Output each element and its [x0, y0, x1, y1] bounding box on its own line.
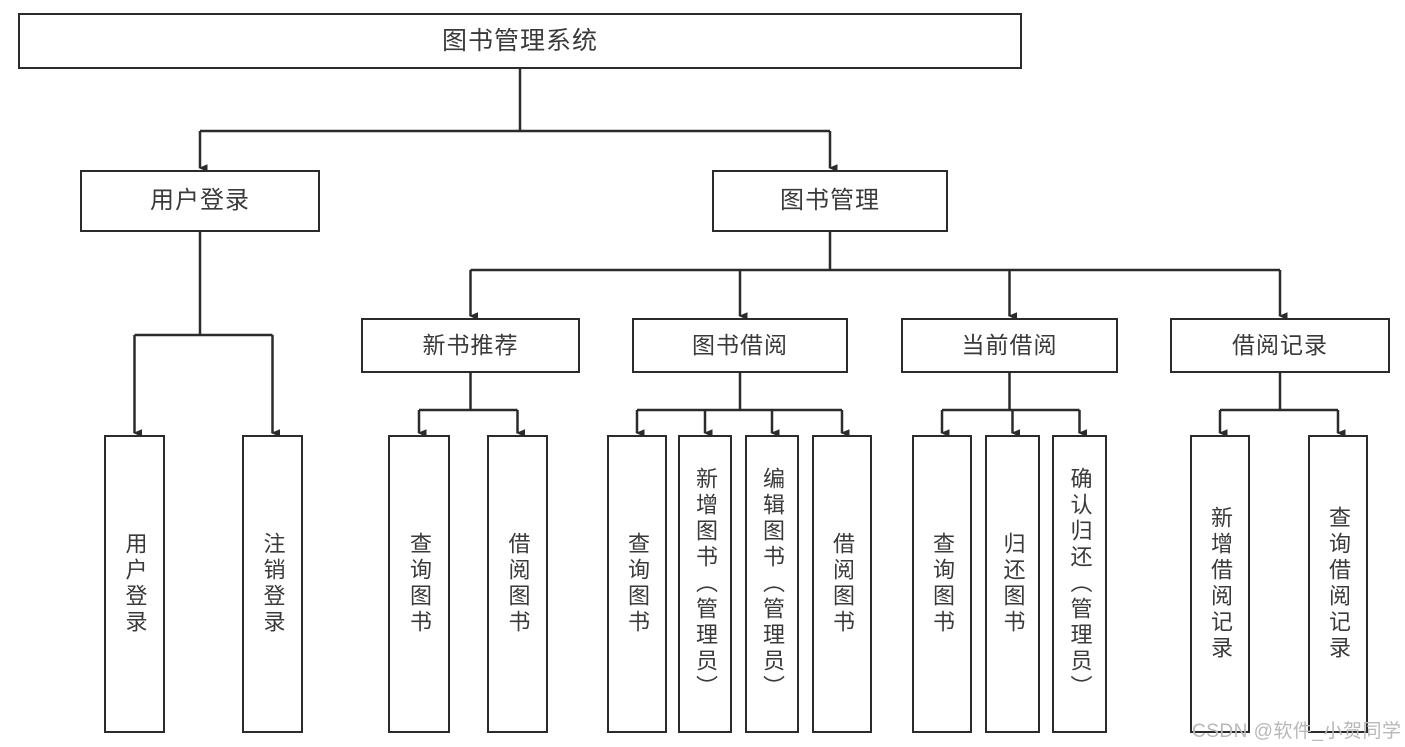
- leaf-node-label: 借阅图书: [505, 532, 531, 636]
- level2-node-label: 用户登录: [150, 187, 250, 215]
- leaf-node-label: 新增借阅记录: [1208, 506, 1233, 662]
- level3-node-label: 借阅记录: [1232, 332, 1328, 359]
- leaf-node-label: 查询图书: [930, 532, 955, 636]
- root-node-label: 图书管理系统: [441, 26, 598, 55]
- level3-node-2[interactable]: 当前借阅: [901, 318, 1118, 373]
- leaf-node-label: 用户登录: [122, 532, 148, 636]
- leaf-node-7[interactable]: 借阅图书: [812, 435, 872, 733]
- level3-node-label: 新书推荐: [422, 332, 519, 359]
- leaf-node-2[interactable]: 查询图书: [388, 435, 450, 733]
- root-node[interactable]: 图书管理系统: [18, 13, 1022, 69]
- leaf-node-label: 确认归还（管理员）: [1067, 467, 1093, 701]
- leaf-node-3[interactable]: 借阅图书: [487, 435, 548, 733]
- level2-node-0[interactable]: 用户登录: [80, 170, 320, 232]
- leaf-node-9[interactable]: 归还图书: [985, 435, 1040, 733]
- connector-lines: [133, 69, 1346, 437]
- level2-node-label: 图书管理: [780, 187, 880, 215]
- level3-node-label: 当前借阅: [961, 332, 1058, 359]
- leaf-node-label: 借阅图书: [830, 532, 855, 636]
- level3-node-3[interactable]: 借阅记录: [1170, 318, 1390, 373]
- level3-node-1[interactable]: 图书借阅: [632, 318, 848, 373]
- leaf-node-10[interactable]: 确认归还（管理员）: [1052, 435, 1107, 733]
- leaf-node-1[interactable]: 注销登录: [242, 435, 303, 733]
- leaf-node-label: 注销登录: [260, 532, 286, 636]
- leaf-node-label: 编辑图书（管理员）: [760, 467, 785, 701]
- leaf-node-8[interactable]: 查询图书: [912, 435, 972, 733]
- leaf-node-0[interactable]: 用户登录: [104, 435, 165, 733]
- leaf-node-label: 查询图书: [625, 532, 650, 636]
- leaf-node-5[interactable]: 新增图书（管理员）: [678, 435, 732, 733]
- leaf-node-12[interactable]: 查询借阅记录: [1308, 435, 1368, 733]
- leaf-node-label: 查询图书: [407, 532, 432, 636]
- leaf-node-4[interactable]: 查询图书: [607, 435, 667, 733]
- leaf-node-label: 新增图书（管理员）: [693, 467, 718, 701]
- level2-node-1[interactable]: 图书管理: [712, 170, 948, 232]
- level3-node-label: 图书借阅: [692, 332, 788, 359]
- leaf-node-6[interactable]: 编辑图书（管理员）: [745, 435, 799, 733]
- level3-node-0[interactable]: 新书推荐: [361, 318, 580, 373]
- leaf-node-label: 归还图书: [1000, 532, 1026, 636]
- leaf-node-11[interactable]: 新增借阅记录: [1190, 435, 1250, 733]
- leaf-node-label: 查询借阅记录: [1326, 506, 1351, 662]
